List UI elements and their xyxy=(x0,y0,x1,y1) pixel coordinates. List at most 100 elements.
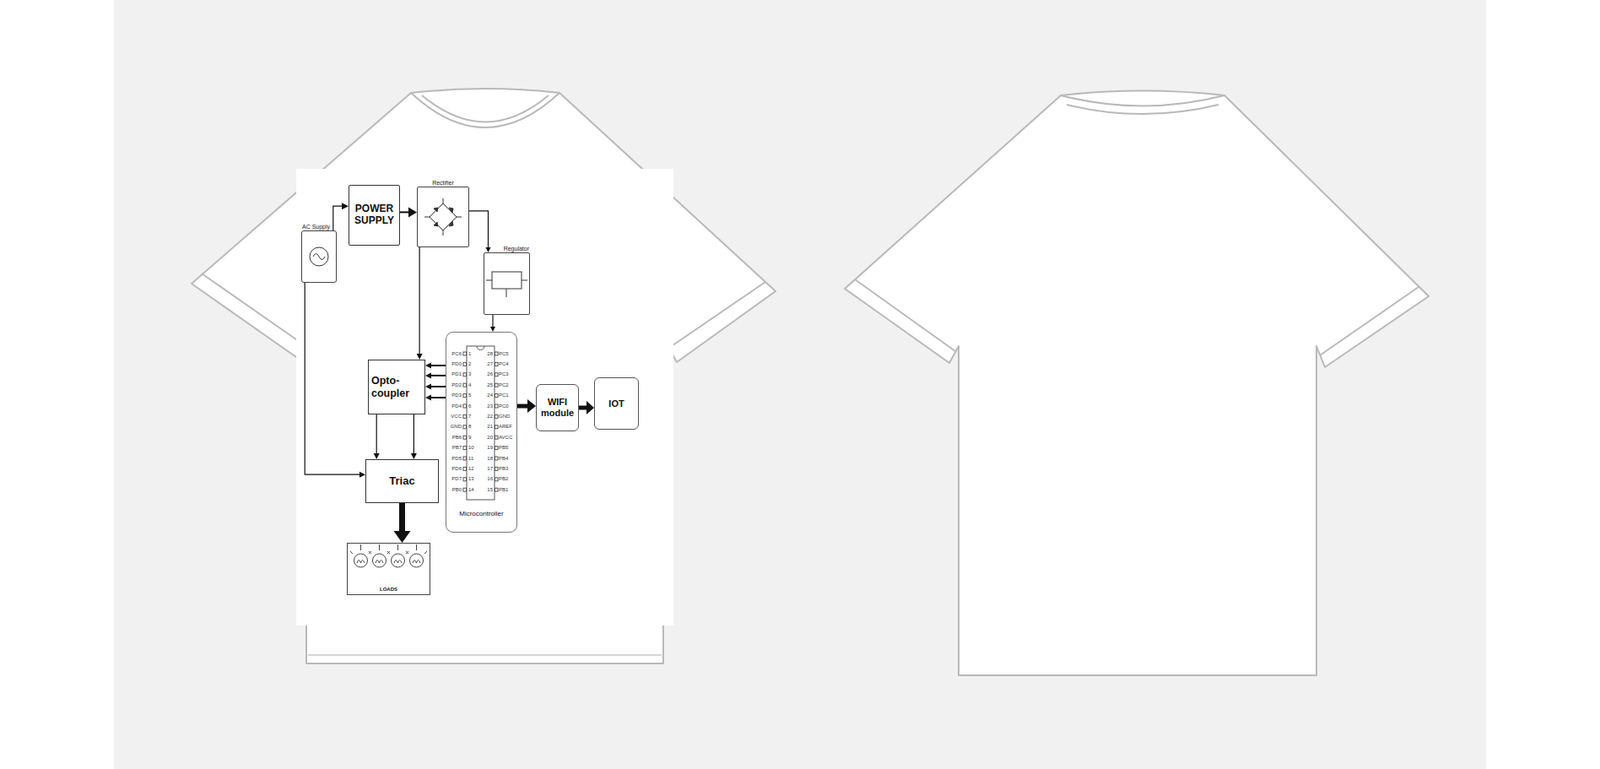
pin-stub xyxy=(495,394,499,398)
pin-stub xyxy=(495,456,499,460)
connector-line xyxy=(304,282,360,475)
arrow-head xyxy=(416,353,423,360)
connector-arrow xyxy=(425,383,446,390)
connector-line xyxy=(578,405,587,411)
pin-name: PC5 xyxy=(498,351,517,357)
pin-stub xyxy=(463,383,467,387)
block-heading: Regulator xyxy=(503,245,530,252)
pin-number: 25 xyxy=(482,382,493,389)
pin-name: PD7 xyxy=(446,475,462,482)
connector-arrow xyxy=(469,210,492,253)
diagram-panel xyxy=(296,168,674,626)
pin-stub xyxy=(463,394,467,398)
pin-name: PD4 xyxy=(446,403,462,410)
connector-arrow xyxy=(425,394,446,401)
pin-name: PD6 xyxy=(446,465,462,472)
block-label: LOADS xyxy=(379,586,398,593)
pin-number: 8 xyxy=(468,423,477,430)
regulator-symbol xyxy=(486,271,528,298)
connector-arrow xyxy=(304,282,366,478)
connector-line xyxy=(491,314,493,327)
pin-stub xyxy=(463,446,467,450)
pin-number: 28 xyxy=(482,351,493,357)
pin-stub xyxy=(495,351,499,356)
pin-stub xyxy=(463,351,467,356)
pin-number: 2 xyxy=(468,361,477,368)
connector-line xyxy=(517,404,528,409)
pin-name: GND xyxy=(498,413,517,420)
pin-number: 17 xyxy=(482,465,493,472)
connector-arrow xyxy=(333,202,349,231)
pin-stub xyxy=(463,456,467,460)
block-heading: Rectifier xyxy=(417,179,469,186)
connector-line xyxy=(431,396,446,399)
back-shirt xyxy=(844,91,1429,676)
pin-name: PB0 xyxy=(446,486,462,493)
ac-source-symbol xyxy=(309,247,329,266)
wifi-module-box: WIFI module xyxy=(535,383,579,432)
arrow-head xyxy=(425,394,432,401)
pin-name: PB1 xyxy=(498,486,517,493)
pin-number: 12 xyxy=(468,465,477,472)
loads-box: LOADS xyxy=(346,542,431,595)
connector-arrow xyxy=(394,502,411,543)
backdrop xyxy=(113,0,1487,769)
pin-name: PD5 xyxy=(446,455,462,462)
connector-arrow xyxy=(400,206,417,217)
pin-name: GND xyxy=(446,423,462,430)
block-heading: AC Supply xyxy=(302,223,330,230)
pin-stub xyxy=(463,466,467,471)
pin-number: 11 xyxy=(468,455,477,462)
lamp-loads xyxy=(350,544,428,568)
connector-line xyxy=(431,364,446,367)
pin-number: 5 xyxy=(468,392,477,399)
connector-arrow xyxy=(578,400,595,415)
block-label: Microcontroller xyxy=(459,509,503,518)
connector-arrow xyxy=(416,247,423,360)
connector-line xyxy=(431,385,446,388)
connector-arrow xyxy=(410,414,417,460)
pin-stub xyxy=(463,425,467,429)
pin-number: 13 xyxy=(468,475,477,482)
connector-line xyxy=(400,210,409,213)
arrow-head xyxy=(425,362,432,368)
pin-name: PD1 xyxy=(446,371,462,378)
pin-number: 22 xyxy=(482,413,493,420)
arrow-head xyxy=(410,453,417,460)
pin-stub xyxy=(495,425,499,429)
connector-line xyxy=(333,205,342,231)
pin-number: 20 xyxy=(482,434,493,441)
triac-box: Triac xyxy=(365,459,439,503)
rectifier-box: Rectifier xyxy=(416,186,470,248)
arrow-head xyxy=(373,453,380,460)
pin-stub xyxy=(495,446,499,450)
connector-line xyxy=(469,210,489,248)
block-label: Triac xyxy=(389,475,415,488)
connector-line xyxy=(431,374,446,377)
pin-name: AVCC xyxy=(498,434,517,441)
connector-line xyxy=(413,414,415,454)
block-label: IOT xyxy=(608,398,624,410)
pin-number: 6 xyxy=(468,403,477,410)
pin-name: AREF xyxy=(498,423,517,430)
pin-stub xyxy=(495,487,499,492)
pin-stub xyxy=(463,414,467,418)
pin-name: VCC xyxy=(446,413,462,420)
pin-stub xyxy=(463,487,467,492)
arrow-head xyxy=(586,400,595,415)
iot-box: IOT xyxy=(594,377,639,430)
pin-name: PC1 xyxy=(498,392,517,399)
pin-stub xyxy=(495,404,499,408)
pin-number: 16 xyxy=(482,475,493,482)
power-supply-box: POWER SUPPLY xyxy=(348,184,400,246)
connector-line xyxy=(419,247,421,354)
arrow-head xyxy=(359,471,366,478)
pin-number: 3 xyxy=(468,371,477,378)
pin-name: PB5 xyxy=(498,444,517,451)
arrow-head xyxy=(408,206,417,217)
pin-name: PC6 xyxy=(446,351,462,357)
connector-line xyxy=(399,502,406,531)
pin-stub xyxy=(495,383,499,387)
